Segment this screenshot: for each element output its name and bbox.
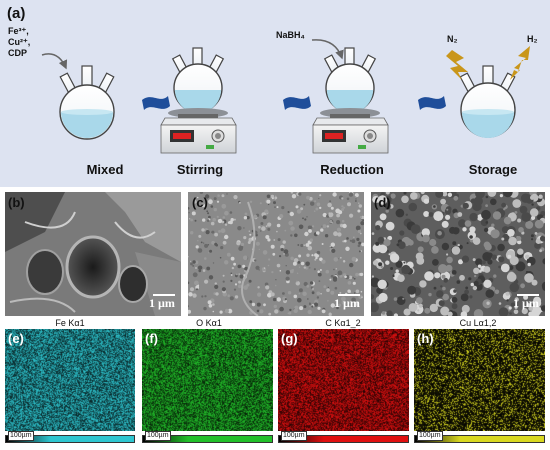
reagent-fe: Fe³⁺, [8,26,29,36]
scale-bar-b [153,294,175,296]
sem-texture-d [371,192,545,316]
stage-label-mixed: Mixed [86,162,124,177]
flask-storage [459,65,516,138]
map-scale-cu: 100µm [417,431,443,441]
reagent-list: Fe³⁺, Cu²⁺, CDP [8,26,30,59]
color-scale-o [142,435,273,443]
map-title-c: C Kα1_2 [325,318,361,328]
addition-arrow-2 [311,39,344,60]
eds-map-cu-canvas [414,329,545,431]
gas-label-h2: H₂ [527,34,538,44]
reagent-cu: Cu²⁺, [8,37,31,47]
map-scale-fe: 100µm [8,431,34,441]
panel-label-a: (a) [7,5,26,22]
reagent-cdp: CDP [8,48,28,58]
map-title-fe: Fe Kα1 [55,318,85,328]
eds-map-cu: (h) [414,329,545,431]
scale-bar-d [517,294,539,296]
eds-map-o: (f) [142,329,273,431]
stirrer-flask-stirring [160,47,237,154]
flask-mixed [59,65,115,140]
sem-image-b: (b) 1 µm [5,192,181,316]
map-scale-o: 100µm [145,431,171,441]
stage-label-storage: Storage [468,162,518,177]
color-scale-fe [5,435,135,443]
process-arrow-3 [418,96,446,110]
gas-in-arrow [446,50,468,80]
color-scale-c [278,435,409,443]
scale-label-d: 1 µm [513,296,539,310]
color-scale-cu [414,435,545,443]
panel-label-g: (g) [281,331,298,346]
scale-label-b: 1 µm [149,296,175,310]
gas-out-arrow [510,46,530,80]
stage-label-reduction: Reduction [320,162,384,177]
process-arrow-2 [283,96,311,110]
scale-label-c: 1 µm [334,296,360,310]
synthesis-illustration [41,39,530,154]
gas-label-n2: N₂ [447,34,458,44]
scale-bar-c [338,294,360,296]
reducer-label: NaBH₄ [276,30,305,40]
map-title-cu: Cu Lα1,2 [459,318,497,328]
panel-label-h: (h) [417,331,434,346]
eds-map-c-canvas [278,329,409,431]
addition-arrow-1 [41,53,68,70]
map-scale-c: 100µm [281,431,307,441]
eds-map-c: (g) [278,329,409,431]
stage-label-stirring: Stirring [176,162,224,177]
eds-map-o-canvas [142,329,273,431]
panel-label-f: (f) [145,331,158,346]
eds-map-fe: (e) [5,329,135,431]
panel-label-b: (b) [8,195,25,210]
panel-label-e: (e) [8,331,24,346]
panel-label-d: (d) [374,195,391,210]
map-title-o: O Kα1 [196,318,222,328]
eds-map-fe-canvas [5,329,135,431]
sem-texture-b [5,192,181,316]
panel-label-c: (c) [192,195,208,210]
process-arrow-1 [142,96,170,110]
stirrer-flask-reduction [312,47,389,154]
sem-image-d: (d) 1 µm [371,192,545,316]
synthesis-scheme-panel: (a) Fe³⁺, Cu²⁺, CDP NaBH₄ N₂ H₂ [0,0,550,187]
sem-image-c: (c) 1 µm [188,192,364,316]
sem-texture-c [188,192,364,316]
